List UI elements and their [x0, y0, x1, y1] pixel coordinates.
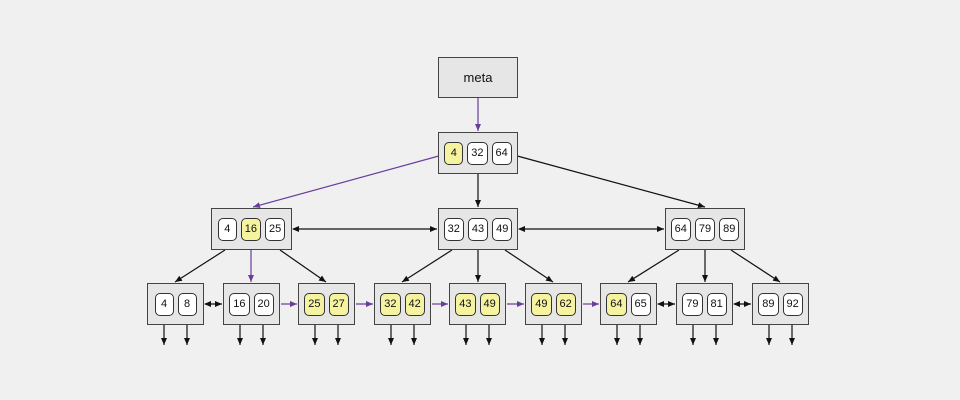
key-cell: 25 [265, 217, 286, 241]
key-cell: 79 [694, 217, 716, 241]
key-cell: 64 [606, 292, 627, 316]
key-cell: 16 [240, 217, 261, 241]
key-cell: 4 [154, 292, 174, 316]
search-path-arrow [252, 153, 447, 209]
key-cell: 42 [404, 292, 425, 316]
key-cell: 27 [328, 292, 349, 316]
key-cell: 49 [531, 292, 552, 316]
key-cell: 49 [492, 217, 513, 241]
key-cell: 49 [479, 292, 500, 316]
key-cell: 16 [229, 292, 250, 316]
key-cell: 89 [719, 217, 740, 241]
key-cell: 4 [444, 141, 464, 165]
key-cell: 32 [443, 217, 464, 241]
key-cell: 92 [782, 292, 803, 316]
child-pointer-arrow [504, 249, 554, 283]
child-pointer-arrow [279, 249, 327, 283]
meta-node: meta [438, 57, 518, 98]
key-cell: 32 [380, 292, 401, 316]
key-cell: 8 [177, 292, 197, 316]
key-cell: 89 [758, 292, 779, 316]
key-cell: 25 [304, 292, 325, 316]
key-cell: 65 [630, 292, 651, 316]
key-cell: 4 [217, 217, 237, 241]
key-cell: 43 [455, 292, 476, 316]
child-pointer-arrow [509, 153, 706, 209]
key-cell: 62 [555, 292, 576, 316]
key-cell: 64 [670, 217, 691, 241]
child-pointer-arrow [730, 249, 781, 283]
meta-label: meta [463, 70, 493, 85]
key-cell: 64 [491, 141, 512, 165]
key-cell: 32 [467, 141, 488, 165]
key-cell: 79 [682, 292, 703, 316]
child-pointer-arrow [174, 249, 226, 283]
child-pointer-arrow [627, 249, 680, 283]
key-cell: 20 [253, 292, 274, 316]
key-cell: 43 [467, 217, 489, 241]
key-cell: 81 [706, 292, 727, 316]
child-pointer-arrow [401, 249, 453, 283]
